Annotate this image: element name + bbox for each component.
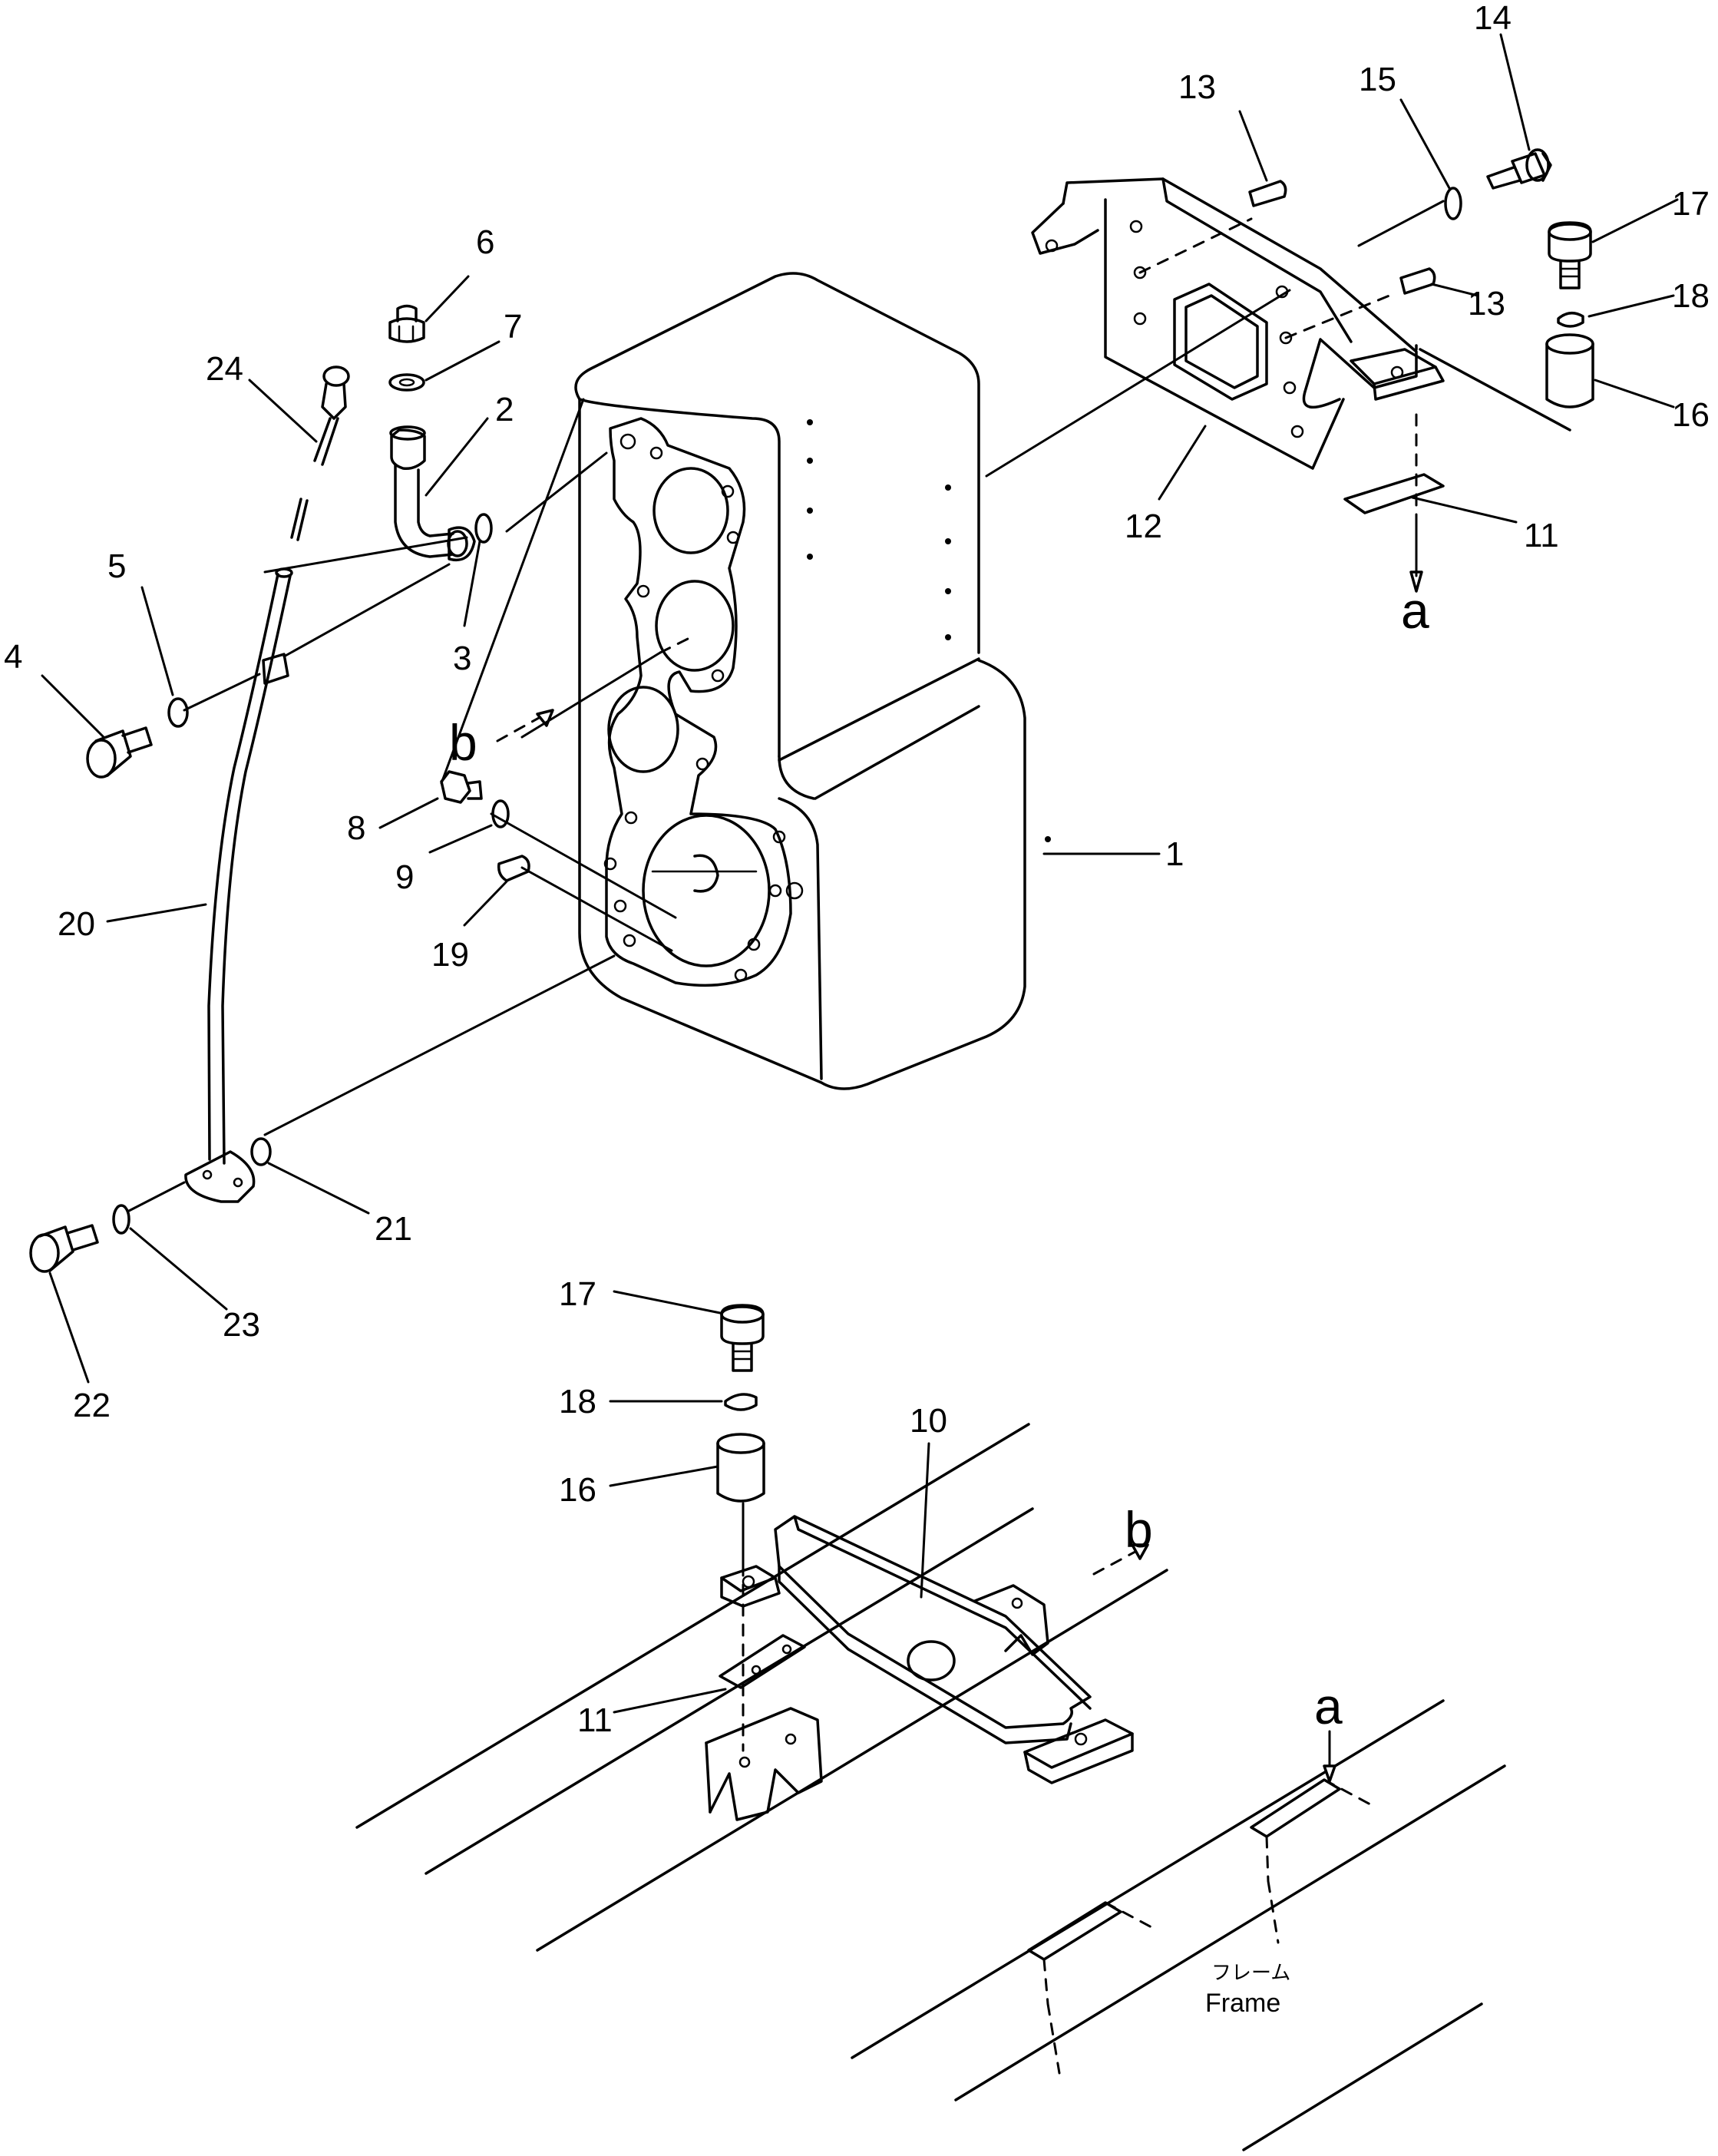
callout-numbers: 1 2 3 4 5 6 7 8 9 10 11 11 12 13 13 14 1… (4, 0, 1710, 1739)
callout-13-top: 13 (1178, 68, 1216, 106)
dipstick-tube-20 (184, 567, 293, 1203)
callout-20: 20 (58, 905, 95, 943)
oring-21 (250, 1137, 272, 1166)
frame-label-jp: フレーム (1211, 1962, 1290, 1985)
frame-label: フレーム Frame (1205, 1962, 1290, 2018)
callout-18-top: 18 (1672, 277, 1710, 315)
washer-7 (388, 373, 425, 392)
spacer-plate-lower (719, 1634, 806, 1689)
bracket-bolt-holes (1045, 220, 1404, 438)
marker-b-left: b (449, 714, 477, 771)
callout-22: 22 (73, 1387, 111, 1424)
callout-6: 6 (476, 223, 494, 261)
callout-17-top: 17 (1672, 185, 1710, 223)
oring-3 (474, 513, 493, 544)
callout-7: 7 (504, 308, 522, 346)
washer-23 (112, 1204, 131, 1235)
callout-3: 3 (453, 640, 471, 677)
front-gasket-plate (603, 417, 804, 987)
dipstick-24 (290, 365, 350, 541)
callout-13-right: 13 (1468, 285, 1505, 322)
callout-5: 5 (107, 547, 126, 585)
frame-rails (355, 1423, 1506, 2151)
callout-12: 12 (1125, 508, 1162, 545)
callout-8: 8 (347, 809, 365, 847)
plug-8 (440, 770, 483, 804)
frame-support-lug-right (973, 1584, 1049, 1656)
callout-23: 23 (223, 1306, 260, 1344)
plug-6 (388, 304, 425, 343)
frame-label-en: Frame (1205, 1989, 1280, 2018)
marker-b-bracket: b (1125, 1501, 1153, 1558)
upper-mounting-bracket (985, 177, 1445, 478)
callout-16-top: 16 (1672, 396, 1710, 434)
callout-1: 1 (1165, 835, 1184, 873)
callout-9: 9 (395, 858, 414, 896)
callout-11-lower: 11 (577, 1701, 613, 1739)
elbow-pipe-2 (389, 425, 476, 561)
marker-a-frame: a (1314, 1678, 1343, 1734)
callout-11-top: 11 (1524, 517, 1559, 554)
lower-fastener-stack (716, 1304, 765, 1752)
callout-4: 4 (4, 638, 22, 676)
lower-cross-bracket-10 (720, 1515, 1134, 1784)
callout-18-lower: 18 (559, 1383, 596, 1420)
frame-mounting-pads (1027, 1778, 1372, 2075)
transmission-housing (574, 272, 1051, 1090)
gasket-bolt-holes (603, 433, 804, 982)
dowel-pins-13 (1248, 180, 1436, 295)
bolt-14 (1486, 148, 1552, 190)
frame-support-lug-left (705, 1707, 823, 1821)
bolt-4 (86, 726, 153, 779)
callout-15: 15 (1359, 61, 1396, 98)
callout-19: 19 (431, 936, 469, 974)
marker-a-top: a (1401, 582, 1429, 639)
washer-15 (1444, 187, 1462, 220)
callout-2: 2 (495, 391, 514, 428)
callout-14: 14 (1474, 0, 1512, 37)
callout-24: 24 (206, 350, 243, 388)
reference-markers: a b b a (449, 517, 1429, 1734)
callout-21: 21 (375, 1210, 412, 1248)
bolt-22 (29, 1224, 99, 1273)
washer-5 (167, 697, 189, 728)
leader-lines (41, 33, 1679, 1783)
callout-10: 10 (910, 1402, 947, 1440)
callout-17-lower: 17 (559, 1275, 596, 1313)
housing-bolt-holes (807, 419, 1051, 842)
top-right-fastener-stack (1545, 221, 1594, 408)
callout-16-lower: 16 (559, 1471, 596, 1509)
